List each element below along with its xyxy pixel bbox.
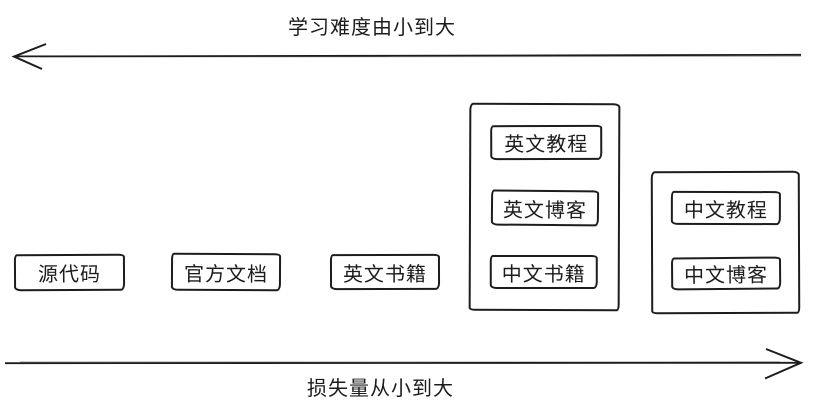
box-english-tutorials-label: 英文教程 — [504, 133, 589, 157]
box-english-books: 英文书籍 — [329, 253, 441, 291]
group-box-a: 英文教程 英文博客 中文书籍 — [468, 102, 621, 312]
box-english-blogs-label: 英文博客 — [502, 199, 588, 222]
box-chinese-blogs-label: 中文博客 — [684, 264, 769, 288]
box-chinese-tutorials: 中文教程 — [670, 190, 781, 226]
box-source-code: 源代码 — [13, 253, 126, 292]
box-english-tutorials: 英文教程 — [490, 124, 603, 161]
box-english-books-label: 英文书籍 — [342, 263, 428, 286]
box-official-docs: 官方文档 — [170, 252, 282, 292]
right-arrowhead-icon — [764, 348, 804, 380]
box-official-docs-label: 官方文档 — [183, 263, 269, 286]
box-chinese-blogs: 中文博客 — [670, 256, 782, 291]
box-chinese-books-label: 中文书籍 — [501, 263, 586, 286]
box-chinese-books: 中文书籍 — [489, 254, 598, 290]
bottom-axis-label: 损失量从小到大 — [307, 378, 454, 400]
top-axis-arrow — [11, 43, 802, 70]
top-axis-label: 学习难度由小到大 — [288, 17, 456, 39]
group-box-b: 中文教程 中文博客 — [650, 170, 801, 315]
left-arrowhead-icon — [11, 43, 47, 70]
box-english-blogs: 英文博客 — [490, 189, 600, 227]
box-chinese-tutorials-label: 中文教程 — [683, 199, 768, 222]
box-source-code-label: 源代码 — [37, 263, 102, 287]
